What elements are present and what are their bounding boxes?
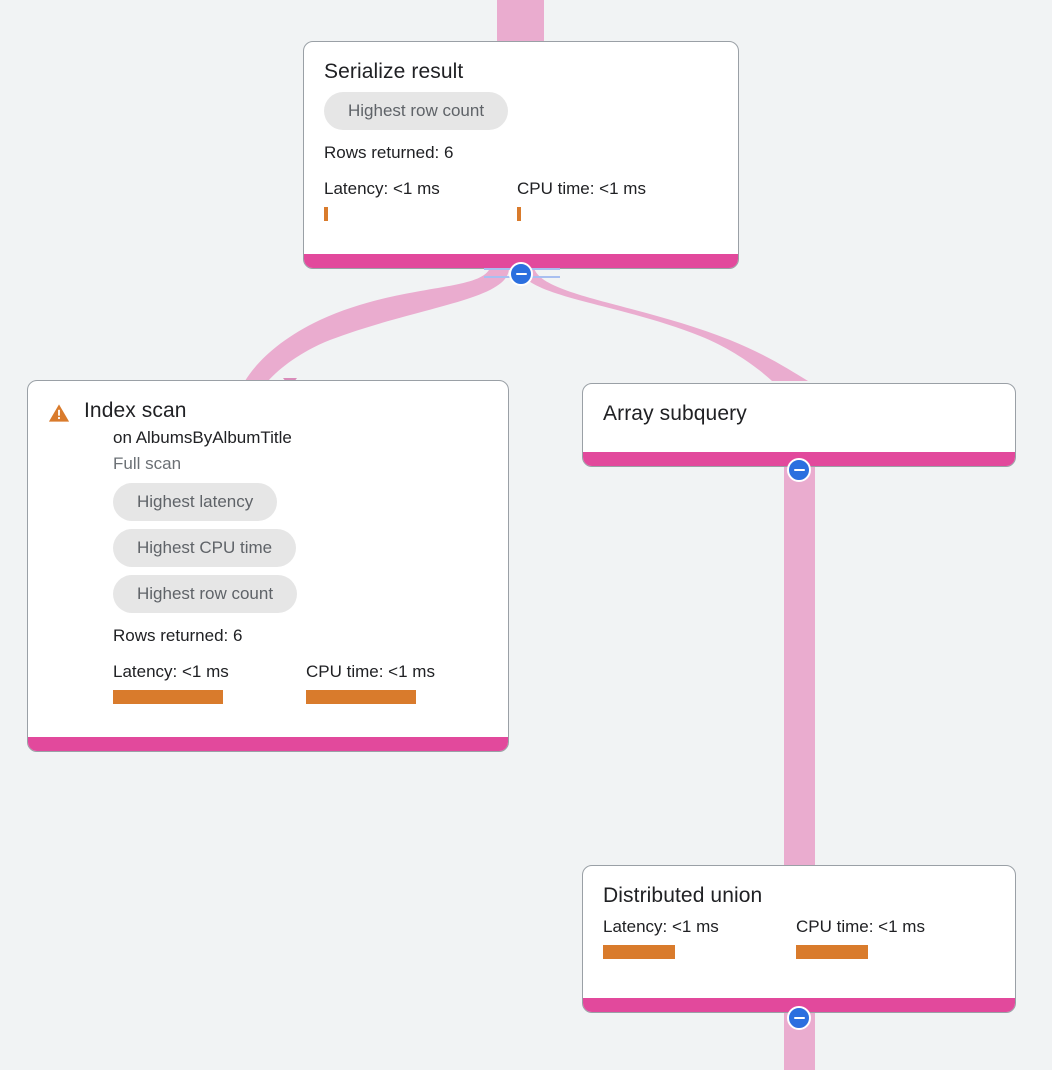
metric-cpu-time-label: CPU time: <1 ms	[796, 917, 925, 936]
node-index-scan-scan-type: Full scan	[113, 454, 182, 473]
metric-latency-label: Latency: <1 ms	[603, 917, 719, 936]
chip-highest-row-count[interactable]: Highest row count	[324, 92, 509, 130]
metric-cpu-time: CPU time: <1 ms	[796, 916, 925, 959]
edge-into-serialize	[497, 0, 544, 45]
node-index-scan-accent-bar	[28, 737, 508, 751]
node-array-subquery-body: Array subquery	[583, 384, 1015, 442]
node-array-subquery-title: Array subquery	[603, 402, 747, 425]
node-index-scan-body: Index scan on AlbumsByAlbumTitle Full sc…	[28, 381, 508, 718]
node-serialize-result-rows-returned: Rows returned: 6	[324, 143, 454, 162]
metric-cpu-time-label: CPU time: <1 ms	[306, 662, 435, 681]
metric-cpu-time-bar	[796, 945, 868, 959]
node-array-subquery[interactable]: Array subquery	[582, 383, 1016, 467]
metric-cpu-time-bar	[517, 207, 521, 221]
metric-latency: Latency: <1 ms	[324, 178, 517, 221]
metric-latency: Latency: <1 ms	[603, 916, 796, 959]
chip-highest-latency[interactable]: Highest latency	[113, 483, 278, 521]
node-distributed-union-metrics: Latency: <1 ms CPU time: <1 ms	[603, 916, 995, 959]
warning-triangle-icon	[48, 402, 70, 424]
node-index-scan-rows-returned: Rows returned: 6	[113, 626, 243, 645]
node-index-scan-metrics: Latency: <1 ms CPU time: <1 ms	[113, 661, 488, 704]
node-serialize-result[interactable]: Serialize result Highest row count Rows …	[303, 41, 739, 269]
node-serialize-result-title-row: Serialize result	[324, 58, 718, 86]
metric-latency-bar	[324, 207, 328, 221]
node-serialize-result-accent-bar	[304, 254, 738, 268]
node-serialize-result-metrics: Latency: <1 ms CPU time: <1 ms	[324, 178, 718, 221]
node-index-scan-title: Index scan	[84, 399, 187, 422]
metric-cpu-time-label: CPU time: <1 ms	[517, 179, 646, 198]
node-distributed-union-body: Distributed union Latency: <1 ms CPU tim…	[583, 866, 1015, 973]
metric-cpu-time-bar	[306, 690, 416, 704]
metric-latency-bar	[603, 945, 675, 959]
node-index-scan-details: on AlbumsByAlbumTitle Full scan Highest …	[48, 425, 488, 704]
node-distributed-union-title: Distributed union	[603, 884, 763, 907]
collapse-toggle-array-subquery[interactable]	[787, 458, 811, 482]
metric-cpu-time: CPU time: <1 ms	[517, 178, 646, 221]
edge-array-subquery-to-distributed-union	[784, 466, 815, 866]
node-index-scan-title-row: Index scan	[48, 397, 488, 425]
collapse-toggle-serialize[interactable]	[509, 262, 533, 286]
metric-latency: Latency: <1 ms	[113, 661, 306, 704]
collapse-toggle-distributed-union[interactable]	[787, 1006, 811, 1030]
node-distributed-union-accent-bar	[583, 998, 1015, 1012]
node-serialize-result-title: Serialize result	[324, 60, 464, 83]
edge-serialize-to-array-subquery	[518, 268, 808, 381]
edge-serialize-to-index-scan	[245, 268, 509, 381]
node-distributed-union-title-row: Distributed union	[603, 882, 995, 910]
metric-latency-label: Latency: <1 ms	[324, 179, 440, 198]
node-serialize-result-body: Serialize result Highest row count Rows …	[304, 42, 738, 235]
node-serialize-result-chips: Highest row count	[324, 92, 718, 138]
node-index-scan[interactable]: Index scan on AlbumsByAlbumTitle Full sc…	[27, 380, 509, 752]
metric-latency-label: Latency: <1 ms	[113, 662, 229, 681]
metric-cpu-time: CPU time: <1 ms	[306, 661, 435, 704]
chip-highest-row-count[interactable]: Highest row count	[113, 575, 298, 613]
node-index-scan-subtitle: on AlbumsByAlbumTitle	[113, 428, 292, 447]
node-distributed-union[interactable]: Distributed union Latency: <1 ms CPU tim…	[582, 865, 1016, 1013]
chip-highest-cpu-time[interactable]: Highest CPU time	[113, 529, 297, 567]
node-array-subquery-title-row: Array subquery	[603, 400, 995, 428]
metric-latency-bar	[113, 690, 223, 704]
node-index-scan-chips: Highest latency Highest CPU time Highest…	[113, 483, 488, 621]
